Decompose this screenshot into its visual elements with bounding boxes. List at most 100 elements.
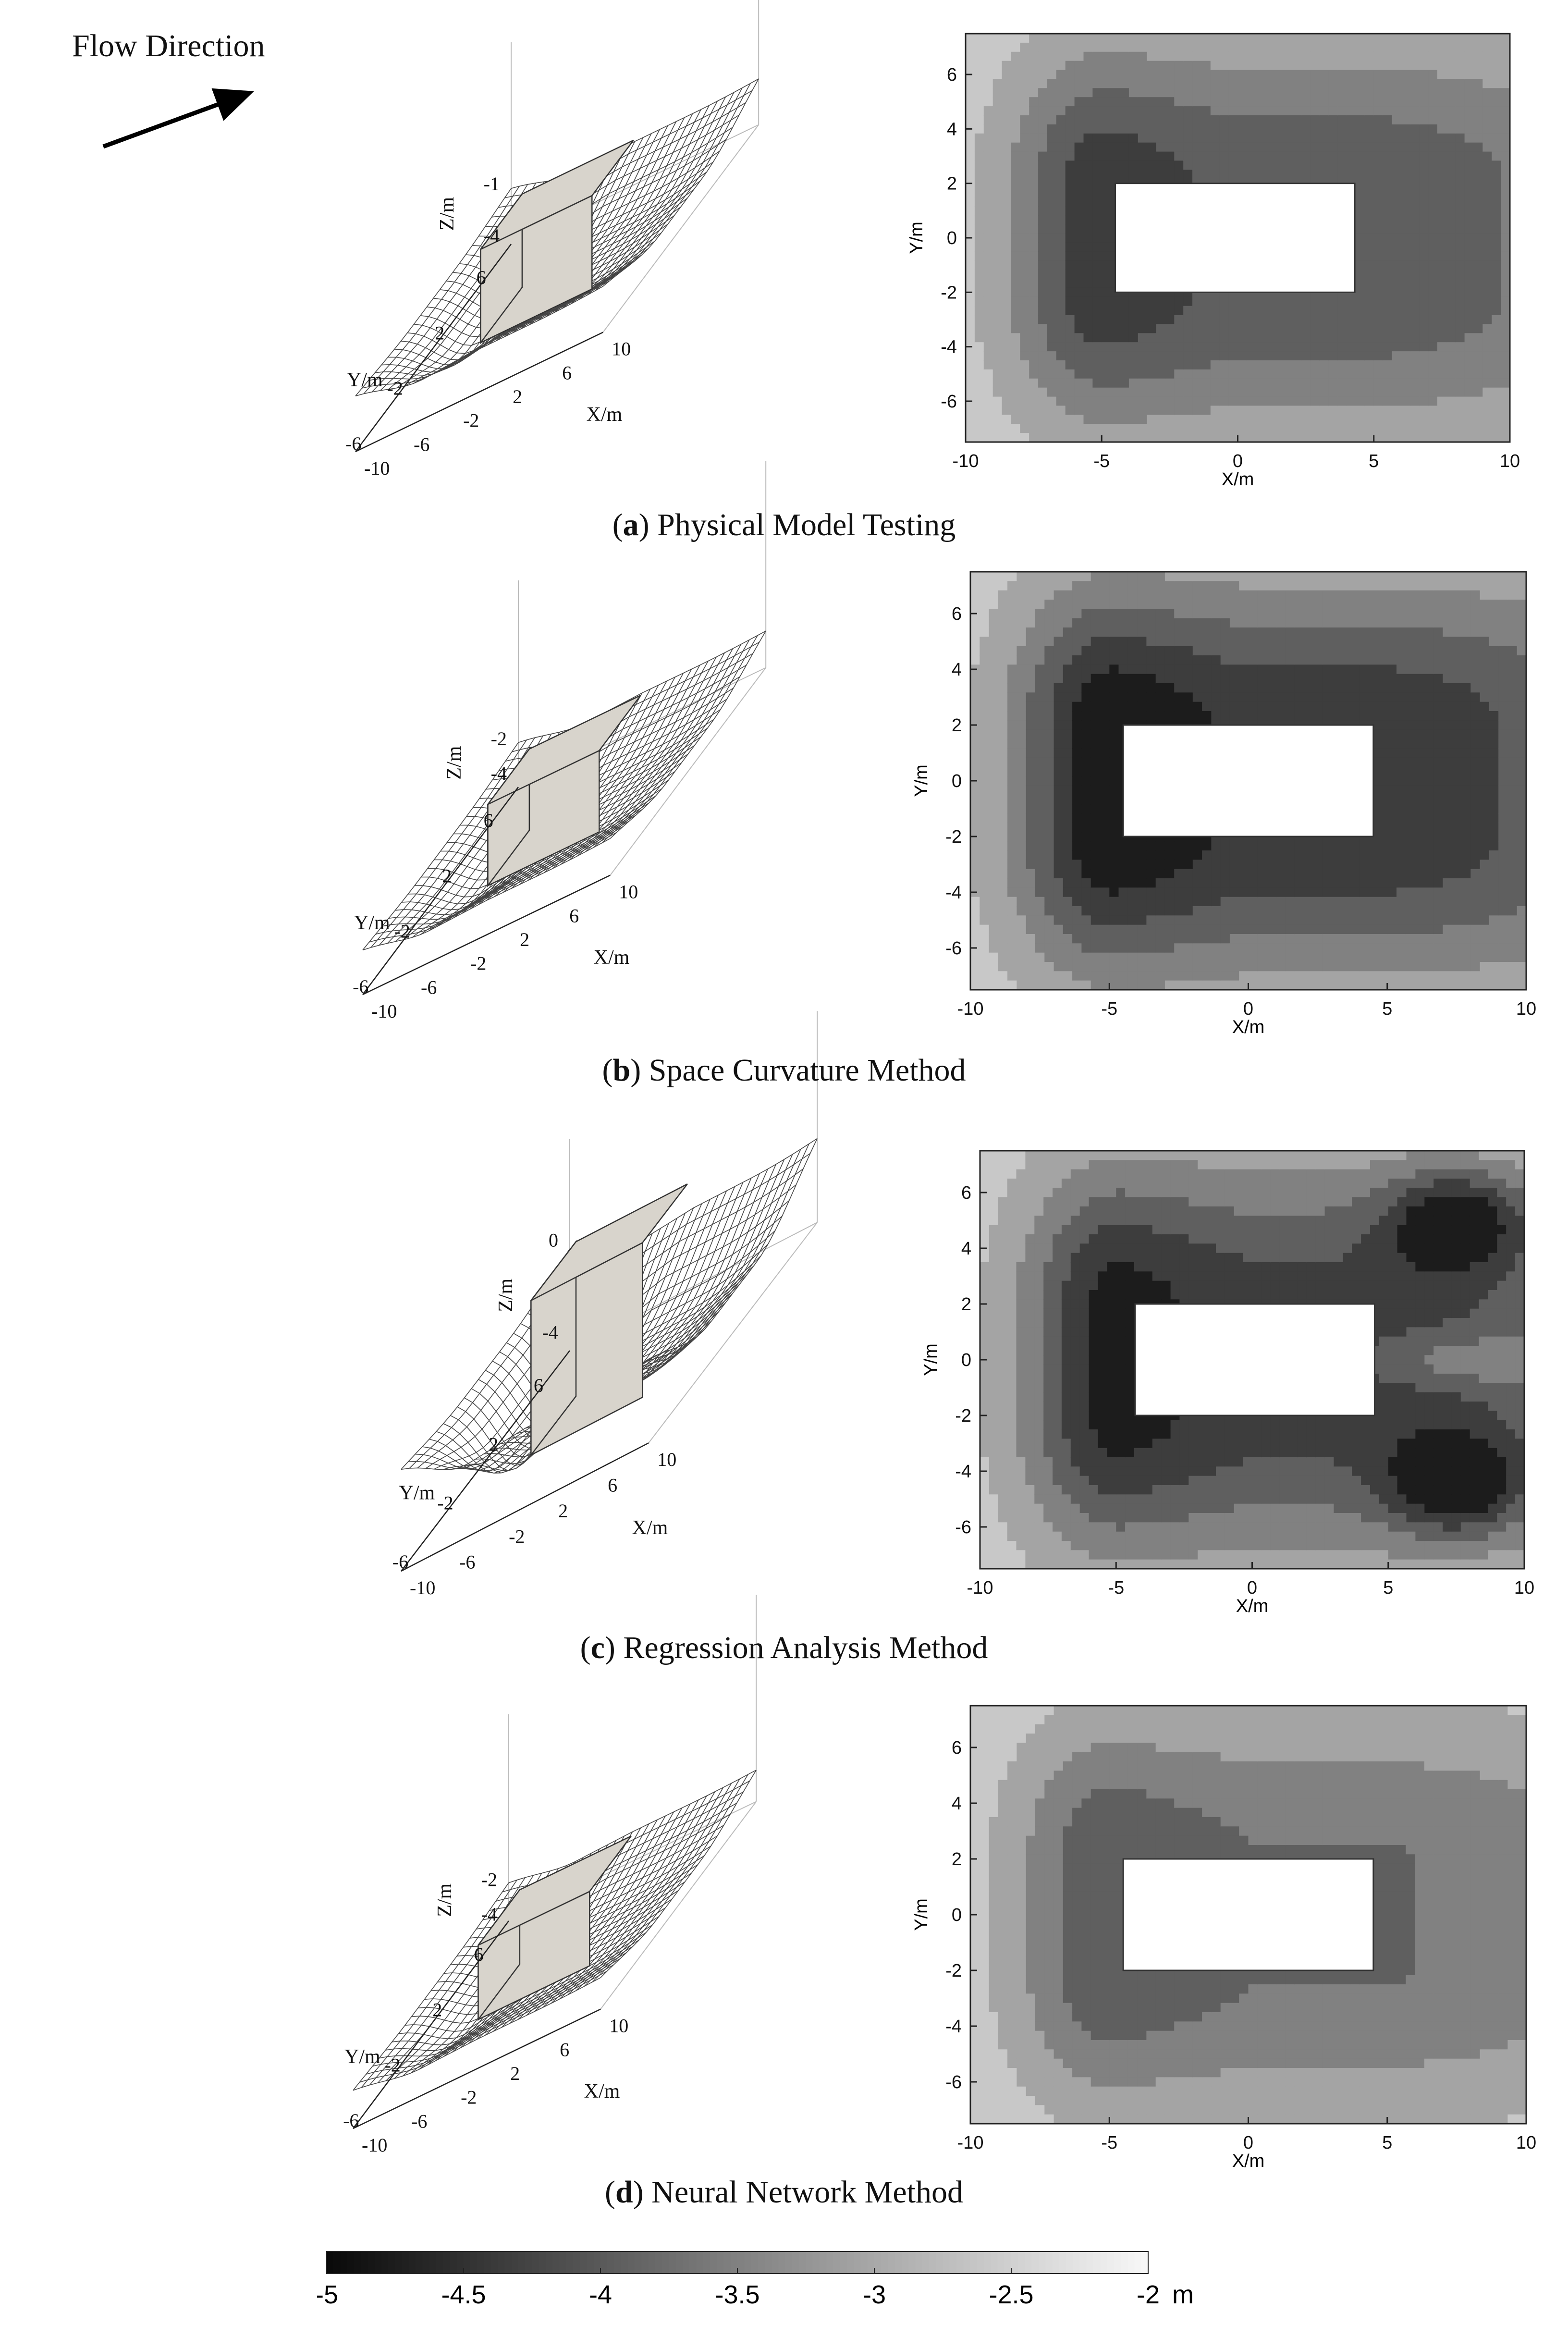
- contour-cell-b: [1017, 869, 1027, 879]
- contour-cell-b: [1137, 915, 1147, 925]
- contour-cell-a: [1428, 106, 1438, 116]
- contour-cell-b: [1387, 711, 1397, 721]
- contour-cell-b: [1313, 878, 1323, 888]
- contour-cell-a: [1002, 296, 1012, 307]
- contour-cell-a: [1192, 306, 1202, 316]
- contour-cell-b: [1211, 664, 1221, 675]
- contour-cell-b: [1322, 609, 1332, 619]
- contour-cell-b: [1285, 655, 1295, 665]
- contour-cell-b: [1350, 841, 1360, 851]
- mesh-line-b: [544, 664, 700, 873]
- contour-cell-a: [983, 251, 993, 261]
- contour-cell-b: [1100, 850, 1110, 861]
- contour-cell-a: [1102, 351, 1111, 361]
- contour-cell-a: [1011, 224, 1021, 234]
- contour-cell-a: [1065, 351, 1075, 361]
- contour-cell-a: [992, 115, 1003, 125]
- contour-cell-b: [1341, 581, 1351, 591]
- contour-cell-a: [1492, 115, 1501, 125]
- contour-cell-b: [1276, 971, 1286, 981]
- contour-cell-a: [1410, 124, 1420, 134]
- contour-cell-b: [1322, 887, 1332, 898]
- contour-cell-a: [1328, 170, 1338, 179]
- contour-cell-b: [1257, 897, 1267, 907]
- contour-cell-a: [1373, 233, 1384, 243]
- contour-cell-a: [1011, 424, 1021, 433]
- contour-cell-a: [974, 170, 984, 179]
- mesh-line-b: [552, 661, 709, 869]
- contour-cell-a: [1174, 51, 1184, 62]
- contour-cell-a: [1446, 351, 1456, 361]
- contour-cell-a: [1383, 179, 1393, 188]
- contour-cell-a: [1247, 360, 1257, 370]
- contour-cell-b: [1313, 962, 1323, 972]
- contour-cell-b: [1035, 590, 1045, 600]
- contour-cell-b: [1267, 915, 1277, 925]
- contour-cell-b: [1220, 887, 1230, 898]
- contour-cell-b: [1332, 618, 1342, 628]
- contour-cell-a: [1347, 151, 1356, 161]
- contour-cell-b: [1202, 971, 1212, 981]
- contour-cell-a: [1128, 170, 1139, 179]
- contour-cell-b: [1044, 823, 1054, 833]
- contour-cell-b: [1378, 627, 1388, 638]
- contour-cell-a: [1383, 296, 1393, 307]
- contour-cell-a: [1165, 406, 1175, 416]
- contour-cell-b: [1313, 646, 1323, 656]
- contour-cell-a: [1237, 42, 1248, 52]
- contour-cell-a: [1292, 51, 1302, 62]
- contour-cell-a: [1473, 34, 1483, 43]
- contour-cell-a: [1392, 287, 1402, 297]
- contour-cell-a: [1482, 124, 1492, 134]
- contour-cell-a: [1492, 70, 1501, 80]
- contour-cell-b: [1276, 943, 1286, 953]
- contour-cell-a: [1029, 61, 1039, 71]
- contour-cell-b: [1248, 701, 1258, 712]
- contour-cell-a: [1083, 369, 1093, 379]
- contour-cell-a: [1401, 42, 1411, 52]
- contour-cell-a: [1410, 34, 1420, 43]
- contour-cell-a: [1455, 360, 1465, 370]
- contour-cell-a: [1138, 324, 1148, 334]
- contour-cell-b: [1396, 785, 1407, 795]
- contour-cell-a: [1401, 342, 1411, 352]
- contour-cell-a: [1020, 242, 1029, 252]
- contour-cell-a: [1383, 406, 1393, 416]
- contour-cell-a: [1092, 406, 1102, 416]
- contour-cell-b: [1239, 887, 1249, 898]
- contour-cell-a: [1120, 115, 1129, 125]
- contour-cell-a: [1337, 79, 1347, 89]
- contour-cell-b: [1248, 952, 1258, 962]
- contour-cell-a: [1373, 215, 1384, 225]
- contour-cell-a: [1102, 160, 1111, 171]
- contour-cell-b: [1109, 711, 1119, 721]
- contour-cell-a: [1002, 287, 1012, 297]
- contour-cell-a: [974, 333, 984, 343]
- contour-cell-a: [1319, 387, 1329, 397]
- contour-cell-a: [1102, 360, 1111, 370]
- contour-cell-a: [1047, 351, 1057, 361]
- contour-cell-a: [1292, 433, 1302, 443]
- contour-cell-b: [1202, 897, 1212, 907]
- contour-cell-a: [1074, 179, 1084, 188]
- contour-cell-a: [1038, 124, 1048, 134]
- contour-cell-a: [1237, 160, 1248, 171]
- contour-cell-a: [1256, 142, 1265, 152]
- contour-cell-b: [1081, 637, 1091, 647]
- contour-cell-a: [1038, 306, 1048, 316]
- contour-cell-a: [1011, 251, 1021, 261]
- contour-cell-a: [1455, 396, 1465, 406]
- contour-cell-b: [1155, 711, 1165, 721]
- contour-cell-b: [1248, 878, 1258, 888]
- contour-cell-b: [1332, 627, 1342, 638]
- contour-cell-a: [1446, 369, 1456, 379]
- contour-cell-a: [1328, 124, 1338, 134]
- contour-cell-b: [1192, 701, 1202, 712]
- contour-cell-a: [1283, 142, 1293, 152]
- contour-cell-a: [1074, 406, 1084, 416]
- contour-cell-a: [1065, 170, 1075, 179]
- contour-cell-a: [992, 34, 1003, 43]
- contour-cell-a: [1392, 406, 1402, 416]
- contour-cell-a: [1419, 396, 1429, 406]
- contour-cell-b: [989, 897, 999, 907]
